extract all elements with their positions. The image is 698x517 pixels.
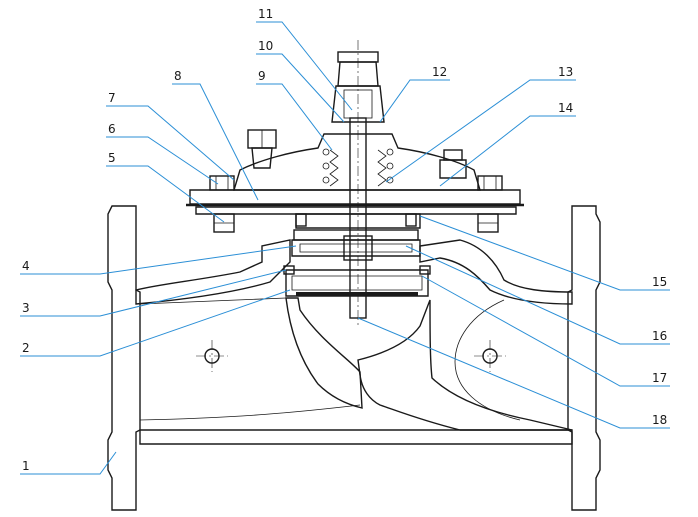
callout-leader-16 bbox=[405, 245, 670, 345]
inlet-center-mark bbox=[196, 340, 228, 372]
callout-label-11: 11 bbox=[258, 7, 273, 21]
callout-13: 13 bbox=[385, 65, 576, 183]
callout-leader-8 bbox=[172, 83, 259, 201]
callout-16: 16 bbox=[405, 245, 670, 345]
spring bbox=[322, 148, 394, 187]
callout-label-18: 18 bbox=[652, 413, 667, 427]
callout-leader-13 bbox=[385, 79, 576, 183]
diaphragm-plate bbox=[295, 213, 421, 229]
bonnet-cover bbox=[186, 40, 524, 326]
callout-leader-18 bbox=[357, 317, 670, 429]
callout-17: 17 bbox=[421, 275, 670, 387]
callout-label-7: 7 bbox=[108, 91, 116, 105]
callout-label-14: 14 bbox=[558, 101, 573, 115]
callout-leader-15 bbox=[419, 215, 670, 291]
callout-6: 6 bbox=[106, 122, 219, 185]
body-inlet-wall bbox=[285, 297, 363, 409]
callout-15: 15 bbox=[419, 215, 670, 291]
callout-2: 2 bbox=[20, 289, 291, 357]
callout-leader-4 bbox=[20, 245, 297, 275]
seat-ring bbox=[285, 269, 429, 297]
outlet-center-mark bbox=[474, 340, 506, 372]
callout-label-4: 4 bbox=[22, 259, 30, 273]
body-bottom-wall bbox=[139, 429, 573, 445]
callout-8: 8 bbox=[172, 69, 259, 201]
callout-3: 3 bbox=[20, 269, 287, 317]
callout-5: 5 bbox=[106, 151, 225, 223]
callout-label-3: 3 bbox=[22, 301, 30, 315]
callout-label-1: 1 bbox=[22, 459, 30, 473]
left-flange bbox=[107, 205, 141, 511]
valve-body bbox=[107, 205, 601, 511]
callout-leader-1 bbox=[20, 451, 117, 475]
callout-label-16: 16 bbox=[652, 329, 667, 343]
callout-12: 12 bbox=[379, 65, 450, 123]
callout-leader-5 bbox=[106, 165, 225, 223]
callout-label-15: 15 bbox=[652, 275, 667, 289]
callout-11: 11 bbox=[256, 7, 353, 111]
callout-leader-17 bbox=[421, 275, 670, 387]
callout-label-5: 5 bbox=[108, 151, 116, 165]
callout-label-8: 8 bbox=[174, 69, 182, 83]
callout-1: 1 bbox=[20, 451, 117, 475]
body-outlet-wall bbox=[357, 299, 573, 431]
left-pipe-fitting bbox=[247, 129, 277, 169]
callout-leader-7 bbox=[106, 105, 235, 181]
callout-leader-6 bbox=[106, 136, 219, 185]
callout-9: 9 bbox=[256, 69, 333, 151]
callout-label-17: 17 bbox=[652, 371, 667, 385]
callout-label-2: 2 bbox=[22, 341, 30, 355]
callout-label-12: 12 bbox=[432, 65, 447, 79]
valve-stem bbox=[349, 40, 367, 326]
right-flange bbox=[567, 205, 601, 511]
callout-leader-11 bbox=[256, 21, 353, 111]
right-bolt bbox=[477, 175, 503, 233]
callout-leader-10 bbox=[256, 53, 345, 123]
body-upper-left-wall bbox=[135, 239, 291, 305]
callout-4: 4 bbox=[20, 245, 297, 275]
callout-7: 7 bbox=[106, 91, 235, 181]
callout-leader-2 bbox=[20, 289, 291, 357]
callout-leader-14 bbox=[439, 115, 576, 187]
callout-leader-9 bbox=[256, 83, 333, 151]
lower-flange-plate bbox=[195, 206, 517, 215]
right-pipe-fitting bbox=[439, 149, 467, 179]
callout-label-13: 13 bbox=[558, 65, 573, 79]
callout-label-10: 10 bbox=[258, 39, 273, 53]
callout-leader-3 bbox=[20, 269, 287, 317]
callout-10: 10 bbox=[256, 39, 345, 123]
callout-label-9: 9 bbox=[258, 69, 266, 83]
callout-leader-12 bbox=[379, 79, 450, 123]
callout-18: 18 bbox=[357, 317, 670, 429]
disc-piston bbox=[291, 239, 421, 257]
callout-label-6: 6 bbox=[108, 122, 116, 136]
seat-disc-assembly bbox=[283, 213, 431, 297]
cover-plate bbox=[189, 189, 521, 205]
callout-14: 14 bbox=[439, 101, 576, 187]
body-upper-right-wall bbox=[419, 239, 573, 305]
